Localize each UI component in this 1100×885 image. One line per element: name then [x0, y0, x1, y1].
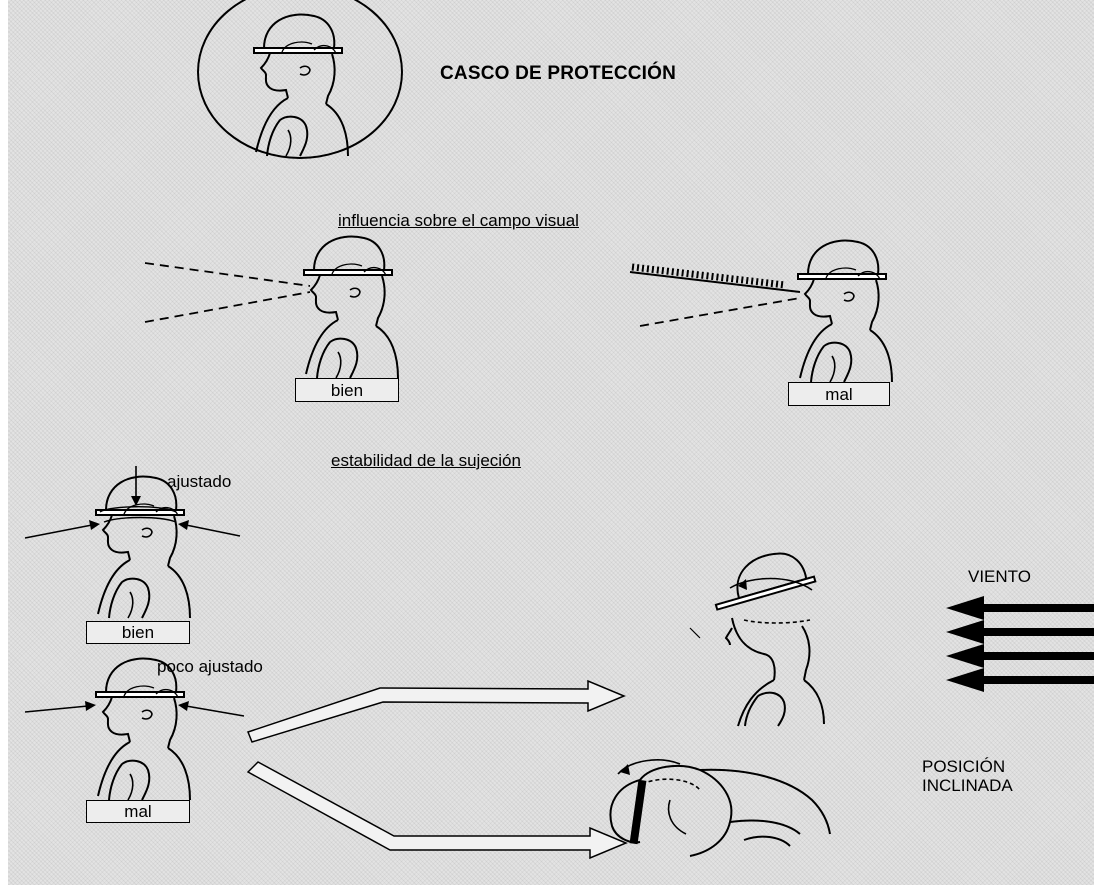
section-heading-visual-field: influencia sobre el campo visual [338, 211, 579, 230]
label-wind: VIENTO [968, 567, 1031, 586]
label-tight: ajustado [167, 472, 232, 491]
page-title: CASCO DE PROTECCIÓN [440, 63, 677, 84]
label-bad-visual: mal [788, 382, 890, 406]
label-good-stability: bien [86, 621, 190, 644]
arrow-to-wind-outcome [247, 679, 626, 743]
label-bad-stability: mal [86, 800, 190, 823]
visual-bad-figure [629, 239, 893, 383]
arrow-to-inclined-outcome [246, 761, 628, 860]
label-good-visual: bien [295, 378, 399, 402]
label-inclined-line2: INCLINADA [922, 776, 1013, 795]
wind-arrows [946, 596, 1096, 692]
title-emblem-circle [197, 0, 403, 159]
inclined-outcome-figure [609, 759, 831, 857]
visual-good-figure [144, 235, 399, 379]
label-loose: poco ajustado [157, 657, 263, 676]
stability-bad-figure [24, 657, 245, 801]
wind-outcome-figure [689, 552, 825, 727]
title-person-with-helmet [253, 13, 349, 158]
label-inclined-line1: POSICIÓN [922, 757, 1006, 776]
section-heading-stability: estabilidad de la sujeción [331, 451, 521, 470]
stability-good-figure [24, 466, 241, 619]
